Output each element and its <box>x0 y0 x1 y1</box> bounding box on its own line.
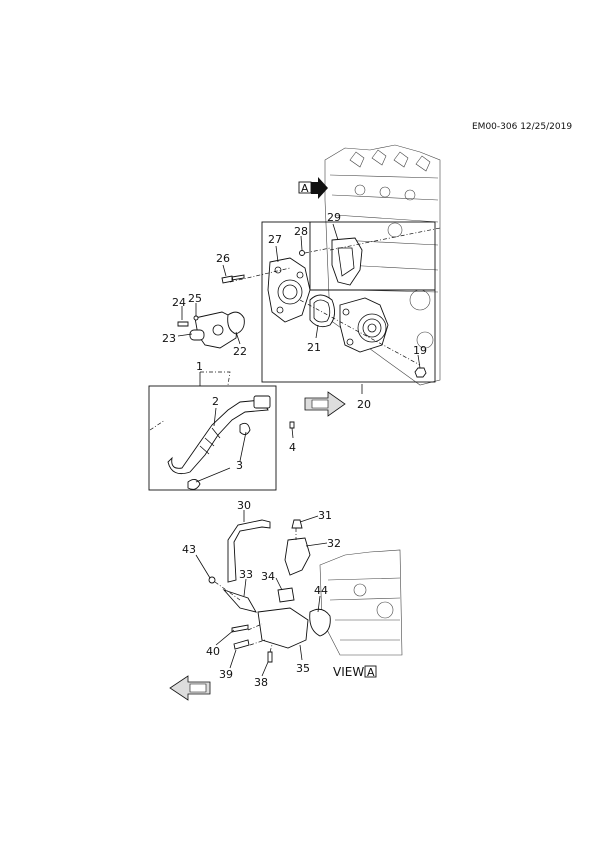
view-label: VIEW <box>333 665 364 679</box>
hose-group-frame <box>148 385 277 491</box>
callout-40: 40 <box>206 645 220 658</box>
bolt-43 <box>208 576 216 584</box>
callout-21: 21 <box>307 341 321 354</box>
pump-housing-27 <box>267 257 311 323</box>
housing-32 <box>284 537 311 576</box>
engine-block-upper <box>324 144 441 386</box>
bolt-26 <box>221 274 245 284</box>
bolt-4 <box>289 421 295 429</box>
water-pump-group-frame <box>261 221 436 383</box>
callout-31: 31 <box>318 509 332 522</box>
gasket-44 <box>309 608 331 637</box>
callout-28: 28 <box>294 225 308 238</box>
engine-block-lower <box>319 549 403 656</box>
callout-20: 20 <box>357 398 371 411</box>
outlet-35 <box>257 607 309 649</box>
bolt-24 <box>177 321 189 327</box>
bolt-25 <box>193 315 199 321</box>
bracket-33 <box>222 589 257 613</box>
callout-4: 4 <box>289 441 296 454</box>
view-letter-frame <box>364 665 377 678</box>
callout-1: 1 <box>196 360 203 373</box>
callout-3: 3 <box>236 459 243 472</box>
callout-2: 2 <box>212 395 219 408</box>
callout-32: 32 <box>327 537 341 550</box>
view-a-arrow-icon: A <box>298 177 328 199</box>
hose-2 <box>167 395 271 475</box>
callout-26: 26 <box>216 252 230 265</box>
callout-39: 39 <box>219 668 233 681</box>
bolt-38 <box>267 651 273 663</box>
callout-23: 23 <box>162 332 176 345</box>
callout-30: 30 <box>237 499 251 512</box>
bolt-28 <box>299 250 305 256</box>
callout-33: 33 <box>239 568 253 581</box>
fr-direction-icon-lower <box>169 675 211 701</box>
pipe-30 <box>227 519 271 583</box>
callout-22: 22 <box>233 345 247 358</box>
gasket-22 <box>227 311 245 335</box>
callout-38: 38 <box>254 676 268 689</box>
connector-34 <box>277 587 295 603</box>
water-pump <box>339 297 389 353</box>
fr-direction-icon <box>304 391 346 417</box>
callout-19: 19 <box>413 344 427 357</box>
callout-27: 27 <box>268 233 282 246</box>
document-id: EM00-306 12/25/2019 <box>472 122 573 132</box>
bolt-19 <box>414 367 427 378</box>
callout-35: 35 <box>296 662 310 675</box>
sensor-31 <box>291 519 303 529</box>
callout-24: 24 <box>172 296 186 309</box>
callout-25: 25 <box>188 292 202 305</box>
callout-43: 43 <box>182 543 196 556</box>
arrow-marker-letter: A <box>301 182 309 195</box>
callout-44: 44 <box>314 584 328 597</box>
bolt-40 <box>231 624 249 633</box>
sensor-39 <box>233 639 250 650</box>
callout-34: 34 <box>261 570 275 583</box>
gasket-29 <box>331 237 363 286</box>
view-letter: A <box>367 666 375 679</box>
callout-29: 29 <box>327 211 341 224</box>
clamp-3 <box>239 422 251 435</box>
